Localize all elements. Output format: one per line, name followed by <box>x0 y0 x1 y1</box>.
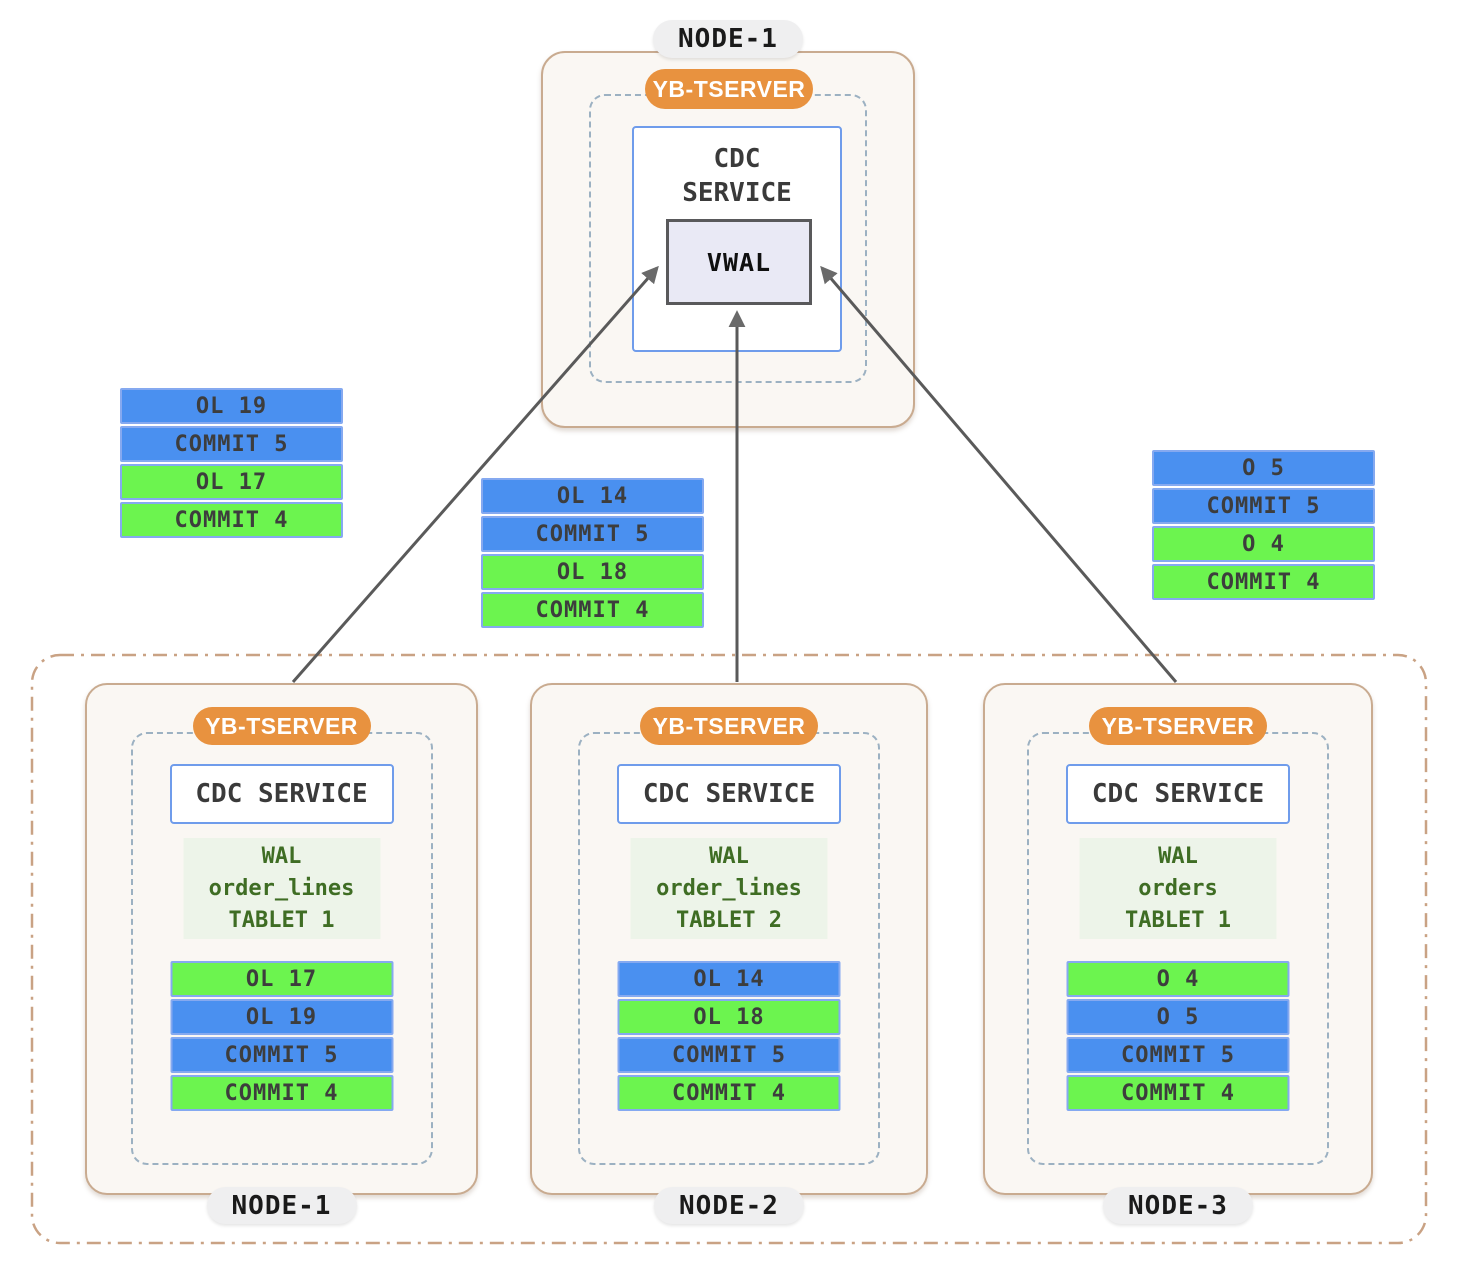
vwal-box: VWAL <box>666 219 812 305</box>
wal-record-bar: COMMIT 4 <box>617 1075 841 1111</box>
node-1-label: NODE-1 <box>206 1187 357 1224</box>
node-3-wal-label: WAL orders TABLET 1 <box>1079 838 1277 939</box>
node-2-wal-line2: order_lines <box>656 875 802 901</box>
top-yb-tserver-badge: YB-TSERVER <box>645 69 813 109</box>
wal-record-bar: COMMIT 5 <box>481 516 704 552</box>
wal-record-bar: OL 19 <box>170 999 393 1035</box>
node-3-wal-stack: O 4 O 5 COMMIT 5 COMMIT 4 <box>1066 961 1290 1111</box>
node-1-wal-line1: WAL <box>261 843 302 869</box>
node-2-wal-line3: TABLET 2 <box>676 907 782 933</box>
node-1-wal-line3: TABLET 1 <box>228 907 335 933</box>
wal-record-bar: OL 14 <box>481 478 704 514</box>
wal-record-bar: OL 18 <box>617 999 841 1035</box>
wal-record-bar: COMMIT 4 <box>481 592 704 628</box>
node-1-wal-label: WAL order_lines TABLET 1 <box>183 838 380 939</box>
node-1-wal-stack: OL 17 OL 19 COMMIT 5 COMMIT 4 <box>170 961 393 1111</box>
floating-stack-left: OL 19 COMMIT 5 OL 17 COMMIT 4 <box>120 388 343 538</box>
wal-record-bar: COMMIT 5 <box>1152 488 1375 524</box>
node-3-box: YB-TSERVER CDC SERVICE WAL orders TABLET… <box>983 683 1373 1224</box>
floating-stack-center: OL 14 COMMIT 5 OL 18 COMMIT 4 <box>481 478 704 628</box>
node-2-wal-label: WAL order_lines TABLET 2 <box>630 838 828 939</box>
node-3-yb-tserver-badge: YB-TSERVER <box>1089 707 1267 745</box>
wal-record-bar: OL 14 <box>617 961 841 997</box>
wal-record-bar: O 5 <box>1066 999 1290 1035</box>
top-cdc-service-line1: CDC <box>713 144 761 174</box>
node-3-wal-line2: orders <box>1138 875 1218 901</box>
top-node-label: NODE-1 <box>653 20 803 58</box>
wal-record-bar: OL 18 <box>481 554 704 590</box>
node-3-cdc-service-box: CDC SERVICE <box>1066 764 1290 824</box>
node-2-cdc-service-box: CDC SERVICE <box>617 764 841 824</box>
wal-record-bar: COMMIT 4 <box>120 502 343 538</box>
node-1-box: YB-TSERVER CDC SERVICE WAL order_lines T… <box>85 683 478 1224</box>
node-1-wal-line2: order_lines <box>208 875 355 901</box>
wal-record-bar: COMMIT 5 <box>617 1037 841 1073</box>
top-cdc-service-line2: SERVICE <box>682 178 792 208</box>
wal-record-bar: O 4 <box>1152 526 1375 562</box>
wal-record-bar: COMMIT 5 <box>120 426 343 462</box>
wal-record-bar: OL 17 <box>170 961 393 997</box>
wal-record-bar: OL 19 <box>120 388 343 424</box>
wal-record-bar: O 4 <box>1066 961 1290 997</box>
node-3-wal-line1: WAL <box>1158 843 1198 869</box>
floating-stack-right: O 5 COMMIT 5 O 4 COMMIT 4 <box>1152 450 1375 600</box>
node-3-wal-line3: TABLET 1 <box>1125 907 1231 933</box>
node-2-label: NODE-2 <box>654 1187 804 1224</box>
node-3-label: NODE-3 <box>1103 1187 1253 1224</box>
node-2-yb-tserver-badge: YB-TSERVER <box>640 707 818 745</box>
wal-record-bar: COMMIT 4 <box>1066 1075 1290 1111</box>
wal-record-bar: OL 17 <box>120 464 343 500</box>
wal-record-bar: COMMIT 4 <box>170 1075 393 1111</box>
wal-record-bar: COMMIT 5 <box>1066 1037 1290 1073</box>
wal-record-bar: COMMIT 5 <box>170 1037 393 1073</box>
wal-record-bar: COMMIT 4 <box>1152 564 1375 600</box>
node-2-wal-stack: OL 14 OL 18 COMMIT 5 COMMIT 4 <box>617 961 841 1111</box>
wal-record-bar: O 5 <box>1152 450 1375 486</box>
node-2-box: YB-TSERVER CDC SERVICE WAL order_lines T… <box>530 683 928 1224</box>
node-1-yb-tserver-badge: YB-TSERVER <box>192 707 371 745</box>
node-1-cdc-service-box: CDC SERVICE <box>169 764 394 824</box>
node-2-wal-line1: WAL <box>709 843 749 869</box>
